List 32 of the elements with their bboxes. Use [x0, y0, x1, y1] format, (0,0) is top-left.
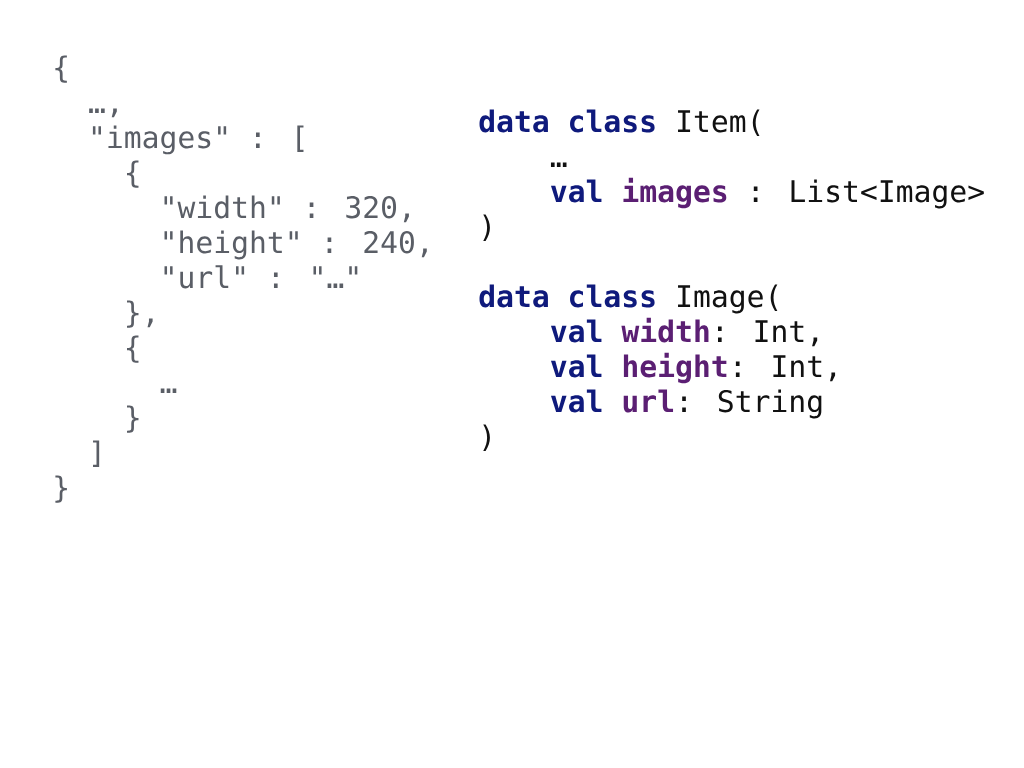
- code-text: : String: [682, 389, 822, 419]
- keyword: val: [550, 354, 602, 378]
- code-text: ): [483, 214, 490, 241]
- keyword: data class: [479, 284, 655, 308]
- json-code-text: {: [127, 160, 139, 188]
- json-code-text: },: [127, 300, 153, 328]
- json-code-text: }: [55, 475, 67, 503]
- code-text: Item(: [678, 109, 760, 136]
- keyword: data class: [479, 109, 655, 133]
- code-text: : List<Image>: [753, 179, 984, 209]
- json-code-text: "images" : [: [92, 125, 304, 155]
- code-text: : Int,: [735, 355, 836, 382]
- json-code-text: "width" : 320,: [164, 195, 409, 223]
- code-text: : Int,: [718, 320, 818, 347]
- property-name: height: [623, 352, 727, 384]
- property-name: images: [623, 177, 727, 209]
- keyword: val: [550, 319, 602, 343]
- json-code-text: }: [127, 405, 139, 433]
- property-name: url: [623, 389, 674, 413]
- keyword: val: [550, 389, 602, 413]
- json-code-text: …,: [89, 108, 117, 118]
- code-text: …: [550, 162, 567, 167]
- json-code-text: ]: [93, 440, 100, 467]
- code-text: Image(: [678, 284, 778, 314]
- json-code-text: …: [160, 388, 177, 393]
- json-code-text: "url" : "…": [164, 265, 358, 289]
- property-name: width: [621, 317, 709, 343]
- code-text: ): [483, 424, 490, 451]
- keyword: val: [550, 179, 602, 203]
- json-code-text: "height" : 240,: [164, 230, 427, 260]
- json-code-text: {: [55, 55, 67, 83]
- json-code-text: {: [127, 335, 139, 363]
